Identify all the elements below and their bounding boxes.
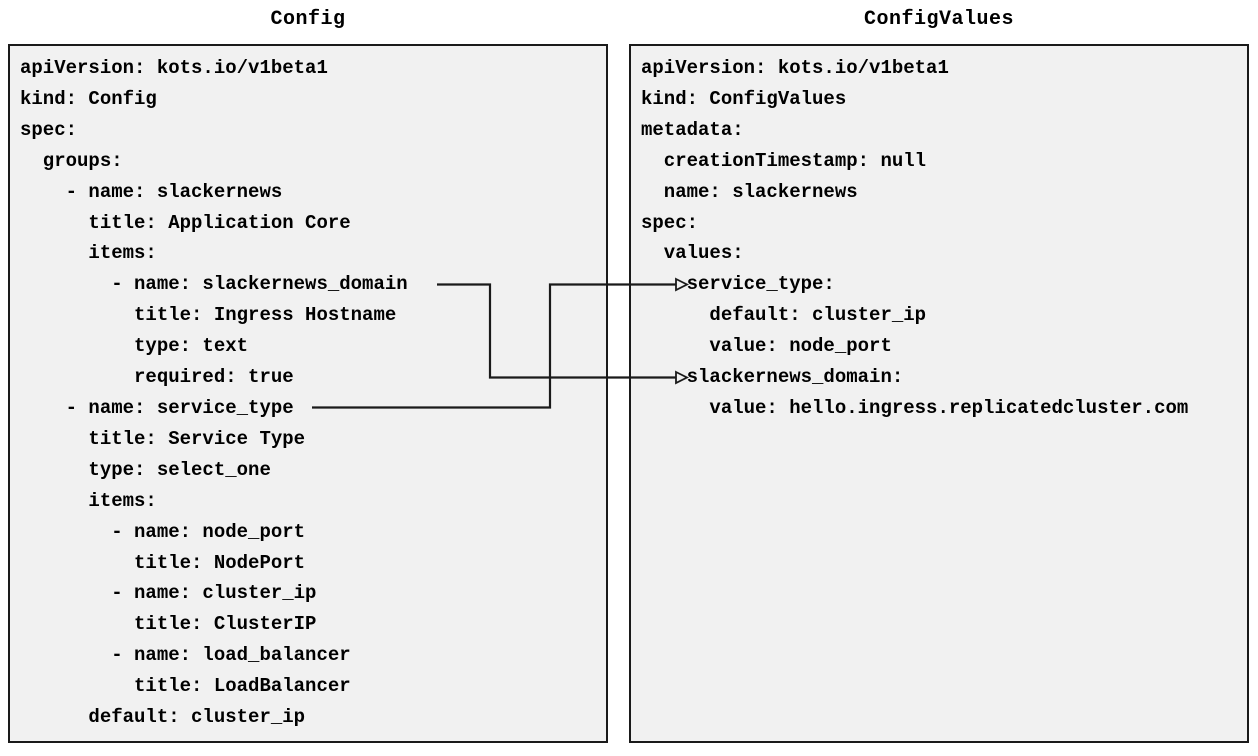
yaml-line: metadata:: [641, 118, 744, 141]
yaml-line: items:: [20, 489, 157, 512]
yaml-line: name: slackernews: [641, 180, 858, 203]
config-yaml-code: apiVersion: kots.io/v1beta1 kind: Config s…: [10, 46, 606, 733]
yaml-line: default: cluster_ip: [20, 706, 306, 729]
yaml-line: value: hello.ingress.replicatedcluster.c…: [641, 396, 1189, 419]
yaml-line: slackernews_domain:: [641, 366, 904, 389]
yaml-line: - name: service_type: [20, 396, 294, 419]
yaml-line: - name: node_port: [20, 520, 306, 543]
yaml-line: apiVersion: kots.io/v1beta1: [20, 57, 328, 79]
yaml-line: items:: [20, 242, 157, 265]
yaml-line: value: node_port: [641, 335, 892, 358]
yaml-line: values:: [641, 242, 744, 265]
configvalues-yaml-code: apiVersion: kots.io/v1beta1 kind: ConfigV…: [631, 46, 1247, 424]
yaml-line: service_type:: [641, 273, 835, 296]
yaml-line: title: Ingress Hostname: [20, 304, 397, 327]
yaml-line: - name: load_balancer: [20, 644, 351, 667]
yaml-line: - name: slackernews: [20, 180, 283, 203]
yaml-line: spec:: [20, 118, 78, 141]
config-panel-title: Config: [270, 8, 346, 31]
yaml-line: title: Application Core: [20, 211, 351, 234]
yaml-line: title: ClusterIP: [20, 613, 317, 636]
yaml-line: default: cluster_ip: [641, 304, 927, 327]
yaml-line: kind: Config: [20, 87, 157, 110]
yaml-line: type: select_one: [20, 458, 271, 481]
yaml-line: type: text: [20, 335, 249, 358]
yaml-line: spec:: [641, 211, 699, 234]
yaml-line: title: NodePort: [20, 551, 306, 574]
yaml-line: apiVersion: kots.io/v1beta1: [641, 57, 949, 79]
yaml-line: groups:: [20, 149, 123, 172]
yaml-line: - name: cluster_ip: [20, 582, 317, 605]
config-yaml-panel: apiVersion: kots.io/v1beta1 kind: Config s…: [8, 44, 608, 743]
configvalues-panel-title: ConfigValues: [863, 8, 1015, 31]
yaml-line: title: LoadBalancer: [20, 675, 351, 698]
yaml-line: kind: ConfigValues: [641, 87, 847, 110]
yaml-line: creationTimestamp: null: [641, 149, 927, 172]
configvalues-yaml-panel: apiVersion: kots.io/v1beta1 kind: ConfigV…: [629, 44, 1249, 743]
yaml-line: - name: slackernews_domain: [20, 273, 408, 296]
yaml-line: required: true: [20, 366, 294, 389]
yaml-line: title: Service Type: [20, 427, 306, 450]
